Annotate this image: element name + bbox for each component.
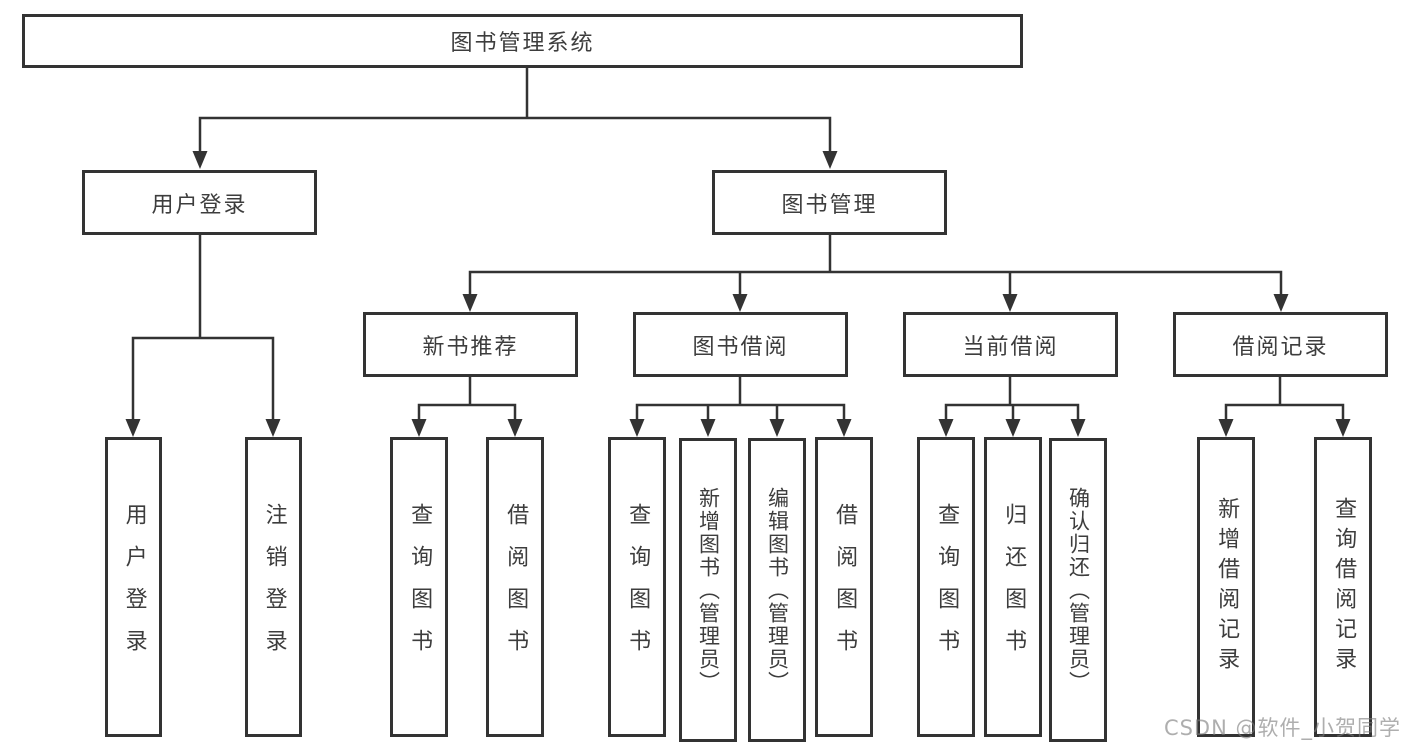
leaf-query-books-recommend: 查询图书: [390, 437, 448, 737]
node-user-login-branch-label: 用户登录: [151, 192, 248, 218]
leaf-add-book-admin-label: 新增图书（管理员）: [696, 486, 721, 694]
leaf-edit-book-admin-label: 编辑图书（管理员）: [765, 486, 790, 694]
node-current-borrowing-label: 当前借阅: [962, 334, 1059, 360]
node-book-management: 图书管理: [712, 170, 947, 235]
leaf-add-borrow-record: 新增借阅记录: [1197, 437, 1255, 737]
leaf-query-books-borrowing-label: 查询图书: [625, 503, 651, 671]
arrowheads-level2: [192, 151, 838, 169]
node-borrow-records: 借阅记录: [1173, 312, 1388, 377]
leaf-logout-label: 注销登录: [261, 503, 287, 671]
node-new-book-recommend: 新书推荐: [363, 312, 578, 377]
leaf-edit-book-admin: 编辑图书（管理员）: [748, 438, 806, 742]
leaf-logout: 注销登录: [245, 437, 302, 737]
node-book-borrowing-label: 图书借阅: [692, 334, 789, 360]
leaf-query-books-borrowing: 查询图书: [608, 437, 666, 737]
csdn-watermark: CSDN @软件_小贺同学: [1163, 716, 1401, 740]
connector-bookborrow-branch: [635, 375, 846, 421]
node-current-borrowing: 当前借阅: [903, 312, 1118, 377]
connector-root-to-level2: [198, 66, 832, 153]
leaf-confirm-return-admin: 确认归还（管理员）: [1049, 438, 1107, 742]
leaf-return-books-label: 归还图书: [1001, 503, 1027, 671]
leaf-query-books-current: 查询图书: [917, 437, 975, 737]
leaf-query-borrow-record-label: 查询借阅记录: [1331, 497, 1357, 677]
node-library-system: 图书管理系统: [22, 14, 1023, 68]
node-book-borrowing: 图书借阅: [633, 312, 848, 377]
connector-records-branch: [1224, 375, 1345, 421]
leaf-query-books-current-label: 查询图书: [934, 503, 960, 671]
node-library-system-label: 图书管理系统: [450, 31, 595, 56]
arrowheads-currentborrow-branch: [938, 419, 1086, 437]
leaf-borrow-books-borrowing-label: 借阅图书: [832, 503, 858, 671]
leaf-confirm-return-admin-label: 确认归还（管理员）: [1066, 486, 1091, 694]
arrowheads-bookborrow-branch: [629, 419, 852, 437]
arrowheads-newbook-branch: [411, 419, 523, 437]
node-borrow-records-label: 借阅记录: [1232, 334, 1329, 360]
leaf-add-book-admin: 新增图书（管理员）: [679, 438, 737, 742]
arrowheads-records-branch: [1218, 419, 1351, 437]
connector-currentborrow-branch: [944, 375, 1080, 421]
node-book-management-label: 图书管理: [781, 192, 878, 218]
leaf-query-borrow-record: 查询借阅记录: [1314, 437, 1372, 737]
leaf-borrow-books-borrowing: 借阅图书: [815, 437, 873, 737]
arrowheads-level3: [462, 294, 1289, 312]
leaf-borrow-books-recommend-label: 借阅图书: [503, 503, 529, 671]
leaf-return-books: 归还图书: [984, 437, 1042, 737]
connector-bookmgmt-to-level3: [468, 233, 1283, 296]
leaf-add-borrow-record-label: 新增借阅记录: [1214, 497, 1240, 677]
leaf-user-login: 用户登录: [105, 437, 162, 737]
connector-newbook-branch: [417, 375, 517, 421]
leaf-borrow-books-recommend: 借阅图书: [486, 437, 544, 737]
leaf-user-login-label: 用户登录: [121, 503, 147, 671]
leaf-query-books-recommend-label: 查询图书: [407, 503, 433, 671]
connector-userlogin-branch: [131, 233, 275, 421]
node-new-book-recommend-label: 新书推荐: [422, 334, 519, 360]
node-user-login-branch: 用户登录: [82, 170, 317, 235]
arrowheads-userlogin-branch: [125, 419, 281, 437]
